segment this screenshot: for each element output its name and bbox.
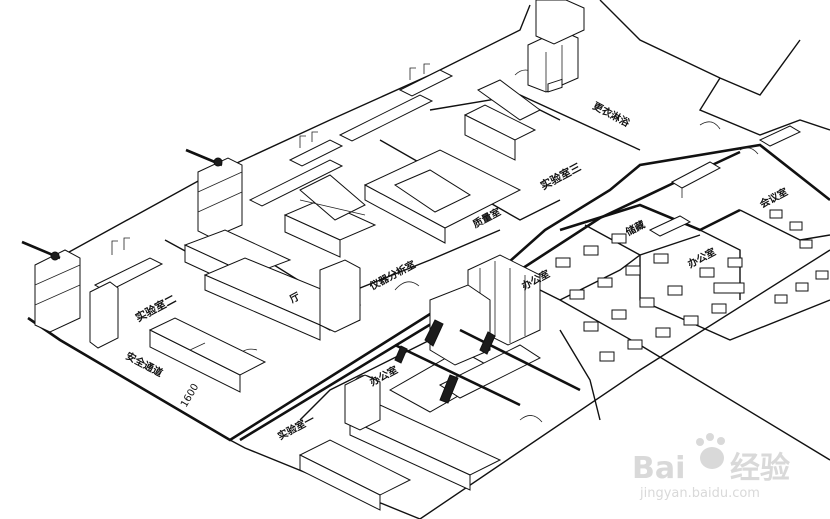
paw-icon (696, 433, 725, 469)
fume-hood-1 (21, 240, 81, 333)
sink-benches (93, 63, 454, 293)
label-office-b: 办公室 (685, 245, 718, 271)
label-hall: 厅 (288, 290, 302, 305)
dimension-label: 1600 (179, 382, 201, 410)
watermark-url: jingyan.baidu.com (639, 486, 760, 501)
lab-benches (89, 79, 541, 393)
label-instrument-room: 仪器分析室 (366, 258, 417, 293)
label-locker-room: 更衣淋浴 (591, 99, 633, 130)
label-office-c: 办公室 (367, 363, 400, 389)
label-lab-one: 实验室一 (275, 412, 316, 442)
label-corridor: 安全通道 (124, 349, 165, 379)
label-meeting-room: 会议室 (757, 185, 790, 211)
tall-cabinets (527, 0, 585, 93)
office-desks (547, 78, 829, 362)
fume-hoods (21, 148, 243, 333)
label-lab-three: 实验室三 (538, 160, 583, 193)
bottom-benches (298, 344, 542, 511)
watermark-brand: Bai (632, 451, 685, 486)
instrument-area (394, 254, 581, 407)
watermark-brand-suffix: 经验 (730, 451, 790, 486)
misc-furniture (648, 125, 802, 237)
baidu-watermark: Bai 经验 jingyan.baidu.com (632, 433, 790, 501)
desk-grid (547, 78, 563, 93)
fume-hood-2 (185, 148, 243, 239)
